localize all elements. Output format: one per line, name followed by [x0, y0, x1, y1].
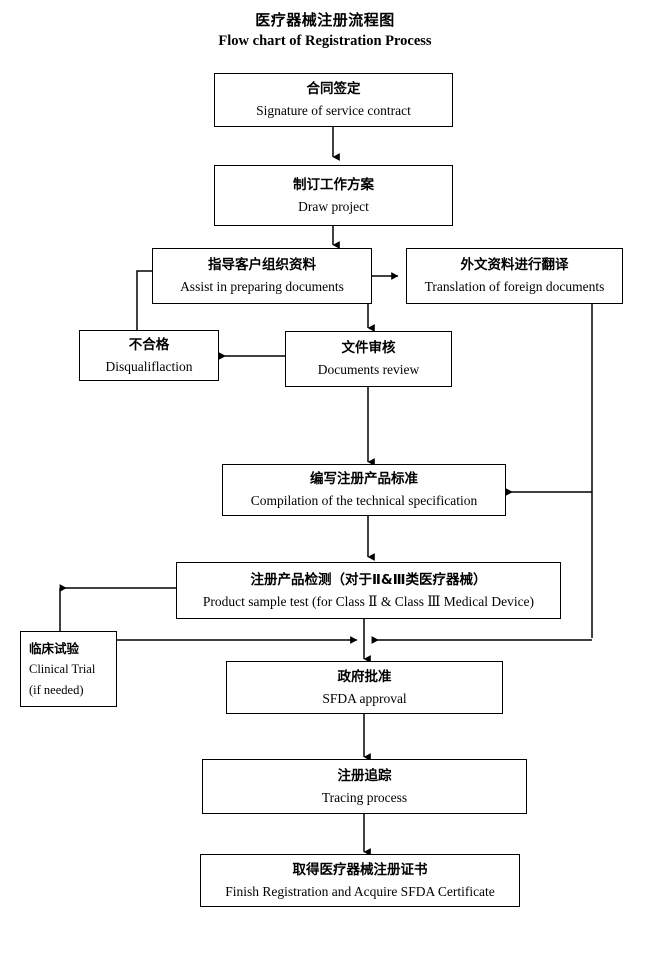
chart-title-block: 医疗器械注册流程图 Flow chart of Registration Pro…	[0, 10, 650, 51]
node-technical-specification-english: Compilation of the technical specificati…	[250, 493, 478, 508]
node-assist-documents-english: Assist in preparing documents	[180, 279, 344, 294]
node-documents-review[interactable]: 文件审核 Documents review	[285, 331, 452, 387]
node-sfda-approval[interactable]: 政府批准 SFDA approval	[226, 661, 503, 714]
node-translation-chinese: 外文资料进行翻译	[460, 257, 569, 273]
node-disqualification[interactable]: 不合格 Disqualiflaction	[79, 330, 219, 381]
node-documents-review-english: Documents review	[317, 362, 420, 377]
node-translation[interactable]: 外文资料进行翻译 Translation of foreign document…	[406, 248, 623, 304]
node-contract-english: Signature of service contract	[256, 103, 411, 118]
node-contract[interactable]: 合同签定 Signature of service contract	[214, 73, 453, 127]
node-product-sample-test-english: Product sample test (for Class Ⅱ & Class…	[202, 593, 535, 609]
node-product-sample-test-chinese: 注册产品检测（对于Ⅱ&Ⅲ类医疗器械）	[250, 571, 487, 588]
node-disqualification-english: Disqualiflaction	[105, 358, 193, 374]
node-clinical-trial-note: (if needed)	[29, 682, 84, 697]
node-documents-review-chinese: 文件审核	[341, 340, 396, 356]
node-tracing-process-chinese: 注册追踪	[337, 767, 392, 784]
node-finish-registration-english: Finish Registration and Acquire SFDA Cer…	[225, 883, 495, 899]
node-translation-english: Translation of foreign documents	[424, 279, 605, 294]
node-technical-specification[interactable]: 编写注册产品标准 Compilation of the technical sp…	[222, 464, 506, 516]
node-clinical-trial[interactable]: 临床试验 Clinical Trial (if needed)	[20, 631, 117, 707]
node-draw-project-english: Draw project	[298, 198, 369, 214]
node-tracing-process[interactable]: 注册追踪 Tracing process	[202, 759, 527, 814]
node-tracing-process-english: Tracing process	[321, 789, 408, 805]
edge-disqualification-to-assist	[136, 270, 152, 330]
node-product-sample-test[interactable]: 注册产品检测（对于Ⅱ&Ⅲ类医疗器械） Product sample test (…	[176, 562, 561, 619]
chart-title-chinese: 医疗器械注册流程图	[255, 11, 395, 29]
node-finish-registration[interactable]: 取得医疗器械注册证书 Finish Registration and Acqui…	[200, 854, 520, 907]
node-assist-documents[interactable]: 指导客户组织资料 Assist in preparing documents	[152, 248, 372, 304]
node-clinical-trial-english: Clinical Trial	[29, 661, 96, 676]
node-disqualification-chinese: 不合格	[128, 336, 170, 353]
node-contract-chinese: 合同签定	[306, 81, 361, 97]
node-draw-project-chinese: 制订工作方案	[293, 176, 374, 193]
node-draw-project[interactable]: 制订工作方案 Draw project	[214, 165, 453, 226]
node-clinical-trial-chinese: 临床试验	[29, 640, 80, 656]
node-finish-registration-chinese: 取得医疗器械注册证书	[292, 861, 428, 878]
node-sfda-approval-english: SFDA approval	[322, 690, 407, 706]
chart-title-english: Flow chart of Registration Process	[218, 33, 432, 49]
node-technical-specification-chinese: 编写注册产品标准	[310, 471, 418, 487]
node-sfda-approval-chinese: 政府批准	[337, 668, 392, 685]
node-assist-documents-chinese: 指导客户组织资料	[208, 257, 316, 273]
